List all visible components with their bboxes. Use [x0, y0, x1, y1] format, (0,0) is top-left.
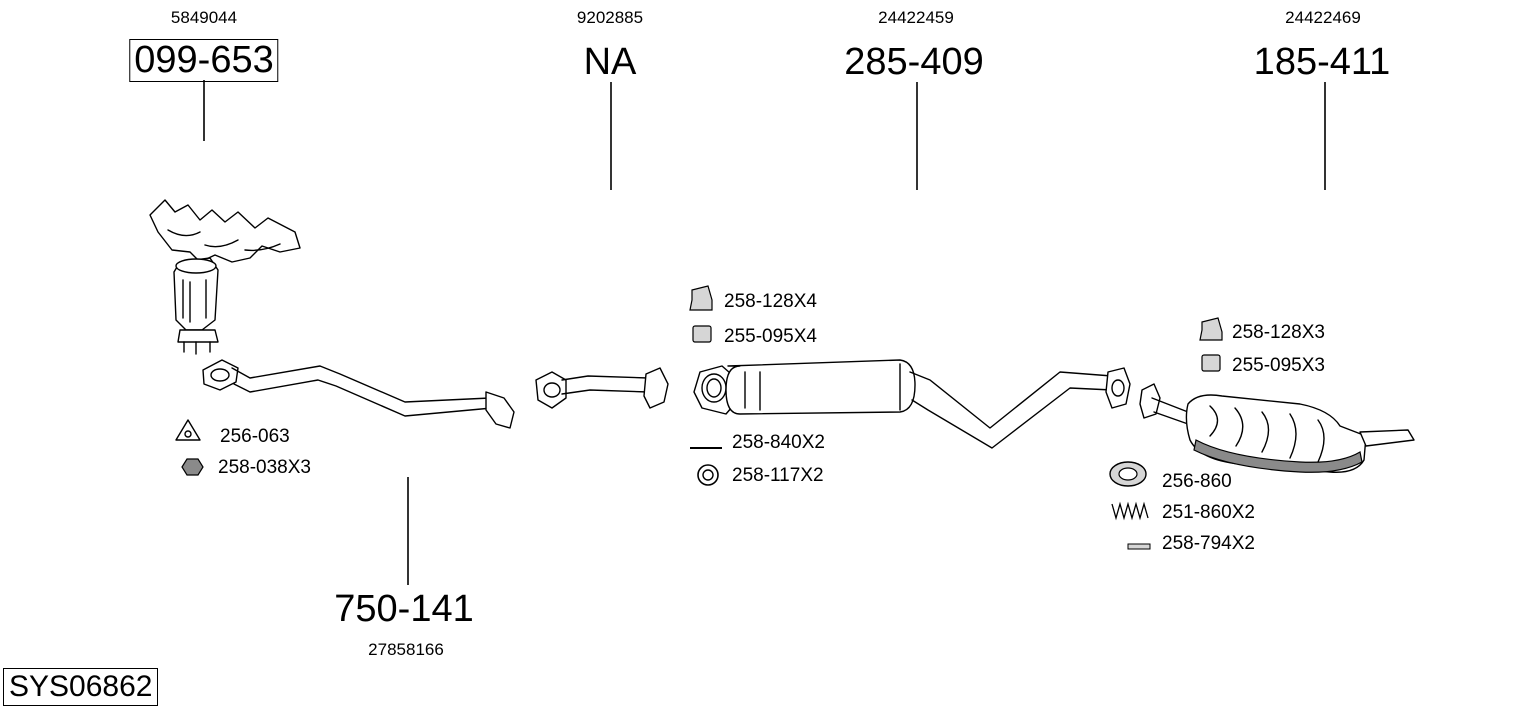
accessory-code[interactable]: 256-860: [1162, 471, 1232, 492]
front-pipe-drawing: [202, 359, 515, 429]
accessory-code[interactable]: 251-860X2: [1162, 502, 1255, 523]
intermediate-pipe-drawing: [535, 367, 669, 409]
accessory-code[interactable]: 255-095X4: [724, 326, 817, 347]
manifold-catalyst-drawing: [149, 199, 301, 355]
accessory-code[interactable]: 258-117X2: [732, 465, 824, 486]
rubber-mount-icon: [692, 325, 712, 343]
gasket-icon: [175, 419, 201, 441]
diagram-id-label: SYS06862: [3, 668, 159, 706]
oe-number-185-411: 24422469: [1285, 8, 1361, 27]
bolt-icon: [1127, 543, 1151, 550]
rear-silencer-drawing: [1139, 383, 1415, 473]
rubber-mount-icon: [1201, 354, 1221, 372]
part-number-750-141[interactable]: 750-141: [334, 588, 474, 630]
oe-number-285-409: 24422459: [878, 8, 954, 27]
accessory-code[interactable]: 256-063: [220, 426, 290, 447]
nut-icon: [181, 458, 204, 476]
accessory-code[interactable]: 258-128X4: [724, 291, 817, 312]
accessory-code[interactable]: 258-038X3: [218, 457, 311, 478]
oe-number-750-141: 27858166: [368, 640, 444, 659]
part-number-099-653[interactable]: 099-653: [129, 39, 279, 82]
rubber-hanger-icon: [1199, 317, 1223, 341]
spring-icon: [1111, 501, 1149, 521]
accessory-code[interactable]: 258-840X2: [732, 432, 825, 453]
accessory-code[interactable]: 255-095X3: [1232, 355, 1325, 376]
ring-gasket-icon: [697, 464, 719, 486]
middle-silencer-drawing: [693, 359, 1131, 449]
rubber-hanger-icon: [689, 285, 713, 311]
part-number-na[interactable]: NA: [583, 41, 637, 83]
accessory-code[interactable]: 258-794X2: [1162, 533, 1255, 554]
oe-number-099-653: 5849044: [170, 8, 238, 27]
accessory-code[interactable]: 258-128X3: [1232, 322, 1325, 343]
part-number-185-411[interactable]: 185-411: [1253, 41, 1391, 83]
oe-number-na: 9202885: [576, 8, 644, 27]
part-number-285-409[interactable]: 285-409: [844, 41, 984, 83]
